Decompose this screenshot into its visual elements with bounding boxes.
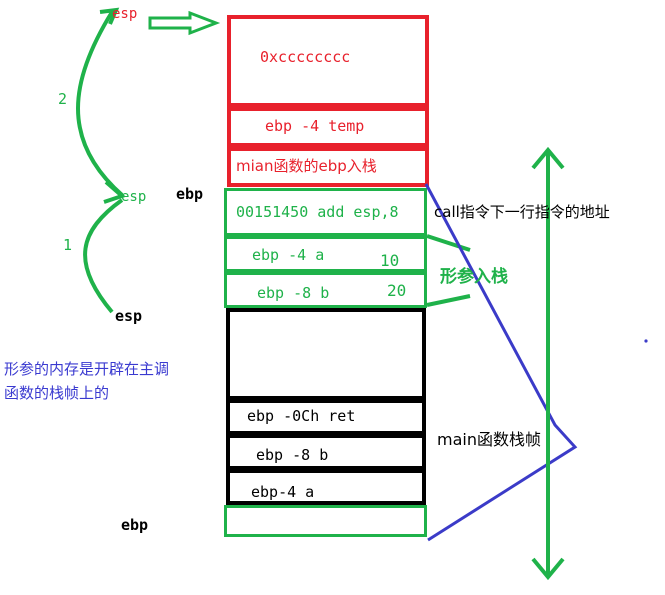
stack-temp-text: ebp -4 temp	[265, 117, 365, 135]
esp-pointer-arrow	[148, 10, 221, 36]
stack-cell-locals	[227, 15, 429, 107]
esp-mid-label: esp	[121, 189, 147, 205]
stack-param-a-value: 10	[380, 251, 400, 270]
param-push-arrow	[426, 234, 471, 252]
main-frame-label: main函数栈帧	[437, 430, 541, 449]
stack-main-b-text: ebp -8 b	[256, 446, 329, 464]
stack-cell-fill-text: 0xcccccccc	[260, 48, 351, 66]
stack-cell-param-b	[224, 272, 427, 308]
stack-cell-saved-ebp	[227, 147, 429, 187]
stack-main-ret-text: ebp -0Ch ret	[247, 407, 356, 425]
stack-param-b-value: 20	[387, 281, 407, 300]
esp-top-label: esp	[112, 6, 138, 22]
stack-saved-ebp-text: mian函数的ebp入栈	[236, 157, 377, 175]
ebp-mid-label: ebp	[176, 185, 204, 203]
stack-cell-main-empty	[226, 308, 426, 400]
stack-param-a-text: ebp -4 a	[252, 246, 325, 264]
main-frame-bracket	[424, 183, 578, 542]
stack-param-b-text: ebp -8 b	[257, 284, 330, 302]
stack-cell-param-a	[224, 236, 427, 272]
stack-cell-main-a	[226, 469, 426, 505]
stack-cell-return-address	[224, 188, 427, 236]
param-note-line2: 函数的栈帧上的	[4, 384, 110, 402]
esp-bottom-label: esp	[115, 307, 143, 325]
step2-curve	[76, 10, 124, 197]
stack-cell-temp	[227, 107, 429, 147]
step2-label: 2	[58, 90, 68, 108]
stack-cell-main-b	[226, 434, 426, 470]
stack-main-a-text: ebp-4 a	[251, 483, 315, 501]
step2-arrowhead	[99, 7, 120, 25]
stack-cell-main-bottom	[224, 505, 427, 537]
param-push-label: 形参入栈	[440, 267, 508, 287]
step1-label: 1	[63, 236, 73, 254]
ebp-bottom-label: ebp	[121, 516, 149, 534]
stack-return-address-text: 00151450 add esp,8	[236, 203, 399, 221]
stack-cell-main-ret	[226, 399, 426, 435]
call-return-address-note: call指令下一行指令的地址	[434, 203, 610, 221]
param-note-line1: 形参的内存是开辟在主调	[4, 360, 170, 378]
step1-curve	[83, 198, 124, 314]
